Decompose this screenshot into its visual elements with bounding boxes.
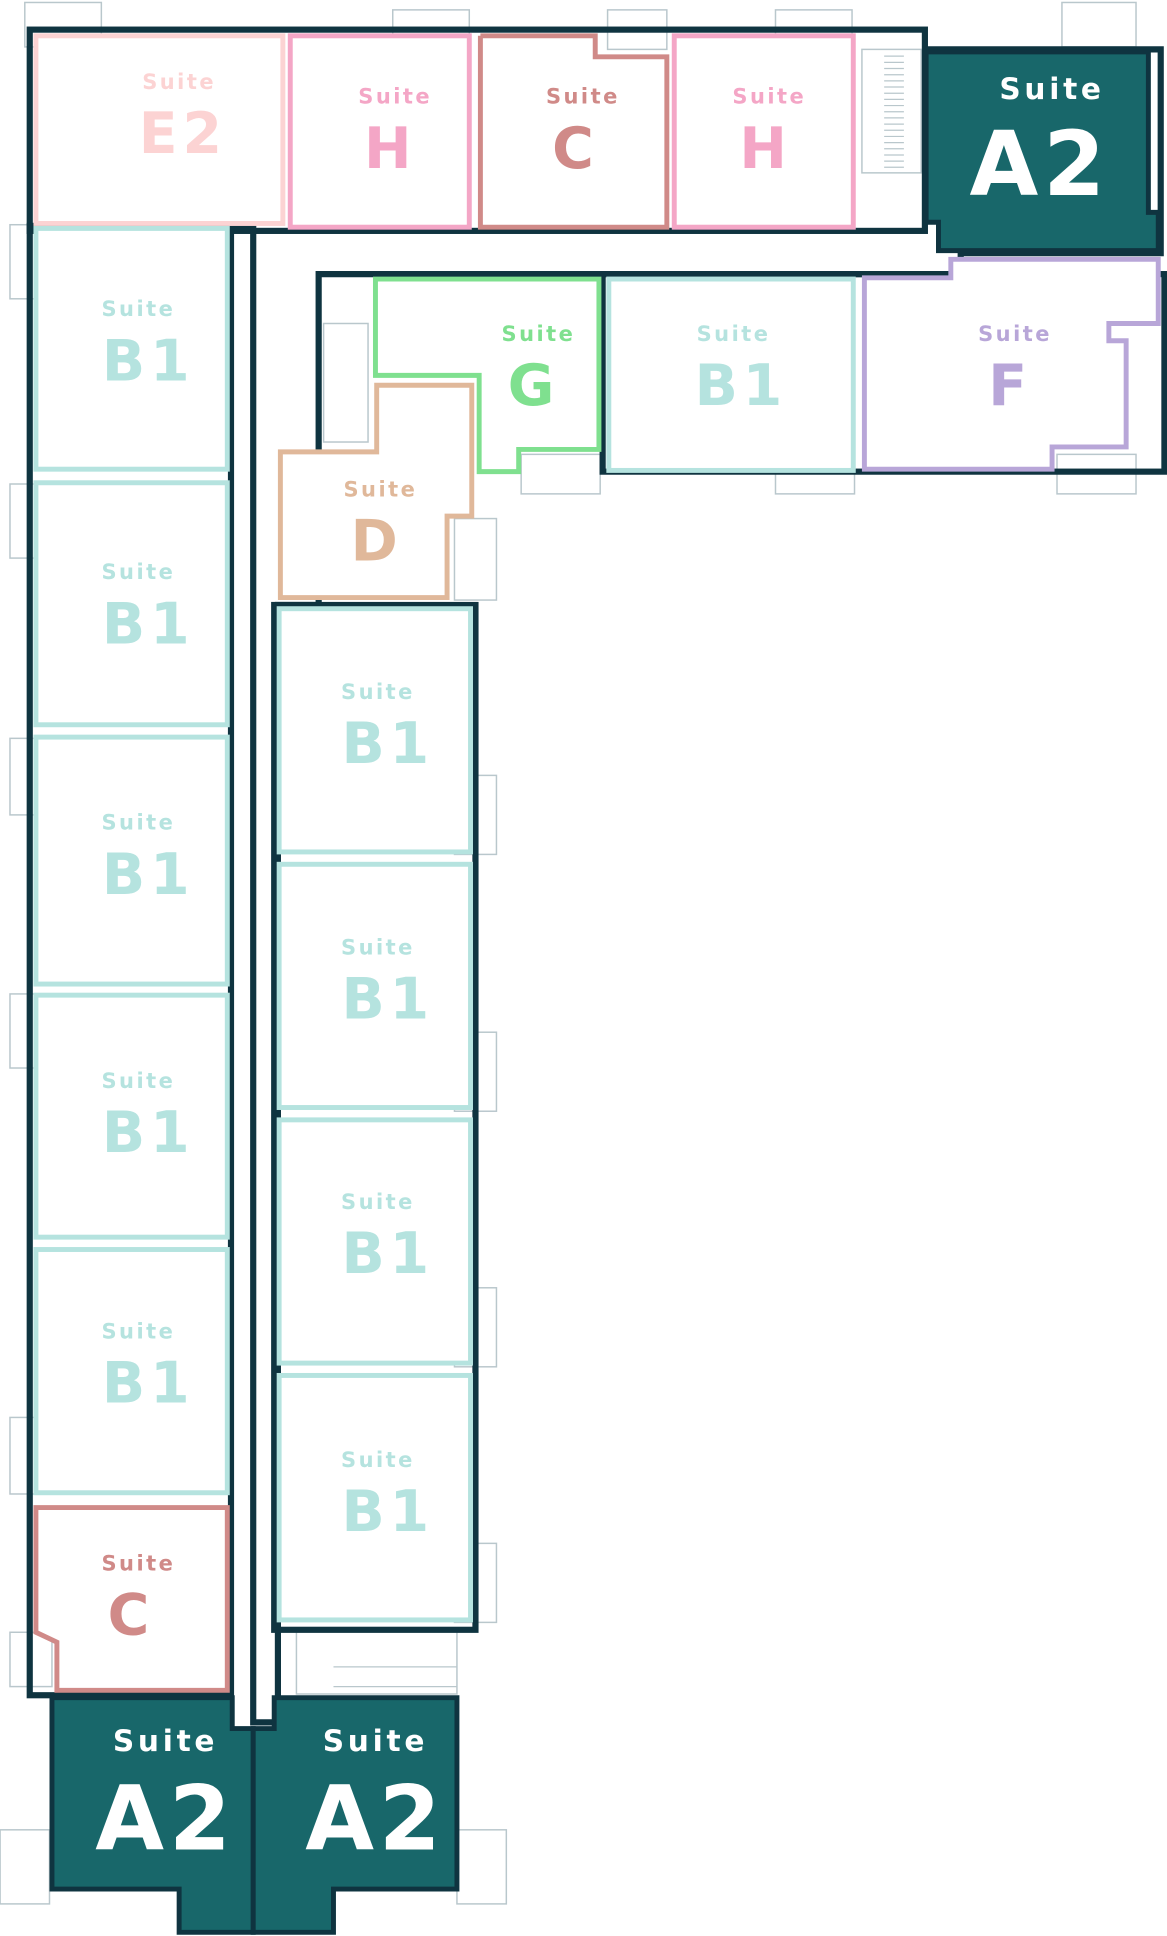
suite-word: Suite <box>358 85 432 109</box>
suite-word: Suite <box>341 935 415 959</box>
suite-code: C <box>108 1583 155 1649</box>
suite-code: B1 <box>102 591 195 657</box>
suite-code: H <box>739 116 791 182</box>
suite-f[interactable]: Suite F <box>861 256 1161 472</box>
suite-word: Suite <box>546 85 620 109</box>
suite-code: B1 <box>695 353 788 419</box>
suite-h-top-left[interactable]: Suite H <box>287 33 472 230</box>
suite-code: B1 <box>102 1100 195 1166</box>
suite-b1-right-1[interactable]: Suite B1 <box>276 606 473 855</box>
suite-code: G <box>508 353 560 419</box>
stairs <box>333 55 904 1688</box>
suite-code: D <box>351 509 403 575</box>
suite-b1-left-2[interactable]: Suite B1 <box>33 480 230 728</box>
suite-word: Suite <box>101 560 175 584</box>
suite-word: Suite <box>101 811 175 835</box>
suite-code: B1 <box>102 842 195 908</box>
suite-word: Suite <box>999 71 1104 106</box>
suite-b1-right-3[interactable]: Suite B1 <box>276 1117 473 1366</box>
suite-code: B1 <box>102 1351 195 1417</box>
suite-code: B1 <box>341 711 434 777</box>
suite-code: B1 <box>102 328 195 394</box>
suite-d[interactable]: Suite D <box>277 382 475 601</box>
suite-c-bottom[interactable]: Suite C <box>33 1505 230 1693</box>
suite-word: Suite <box>101 297 175 321</box>
suite-word: Suite <box>113 1723 218 1758</box>
suite-code: A2 <box>305 1767 446 1871</box>
suite-code: A2 <box>969 112 1110 216</box>
suite-e2[interactable]: Suite E2 <box>33 33 286 226</box>
suite-a2-bottom-right[interactable]: Suite A2 <box>250 1695 460 1935</box>
suite-b1-left-3[interactable]: Suite B1 <box>33 734 230 987</box>
suite-word: Suite <box>343 477 417 501</box>
suite-b1-right-4[interactable]: Suite B1 <box>276 1372 473 1623</box>
suite-c-top[interactable]: Suite C <box>477 33 670 230</box>
suite-code: H <box>364 116 416 182</box>
suite-word: Suite <box>142 70 216 94</box>
suite-b1-mid[interactable]: Suite B1 <box>606 276 856 473</box>
suite-word: Suite <box>697 322 771 346</box>
suite-word: Suite <box>101 1319 175 1343</box>
suite-word: Suite <box>502 322 576 346</box>
suite-word: Suite <box>341 1190 415 1214</box>
suite-code: A2 <box>95 1767 236 1871</box>
suite-word: Suite <box>732 85 806 109</box>
suite-b1-left-5[interactable]: Suite B1 <box>33 1247 230 1496</box>
suite-code: C <box>552 116 599 182</box>
suite-b1-left-1[interactable]: Suite B1 <box>33 225 230 472</box>
suite-a2-bottom-left[interactable]: Suite A2 <box>49 1695 256 1935</box>
suite-code: B1 <box>341 967 434 1033</box>
suite-code: B1 <box>341 1479 434 1545</box>
suite-b1-left-4[interactable]: Suite B1 <box>33 992 230 1240</box>
suite-word: Suite <box>101 1552 175 1576</box>
suite-code: E2 <box>139 101 227 167</box>
suite-word: Suite <box>341 680 415 704</box>
suite-word: Suite <box>101 1069 175 1093</box>
suite-code: B1 <box>341 1221 434 1287</box>
suite-word: Suite <box>341 1448 415 1472</box>
suite-h-top-right[interactable]: Suite H <box>671 33 856 230</box>
suite-word: Suite <box>323 1723 428 1758</box>
suite-a2-top[interactable]: Suite A2 <box>923 49 1161 254</box>
suite-b1-right-2[interactable]: Suite B1 <box>276 861 473 1110</box>
suite-code: F <box>988 353 1032 419</box>
suite-word: Suite <box>978 322 1052 346</box>
suite-g[interactable]: Suite G <box>372 276 602 475</box>
